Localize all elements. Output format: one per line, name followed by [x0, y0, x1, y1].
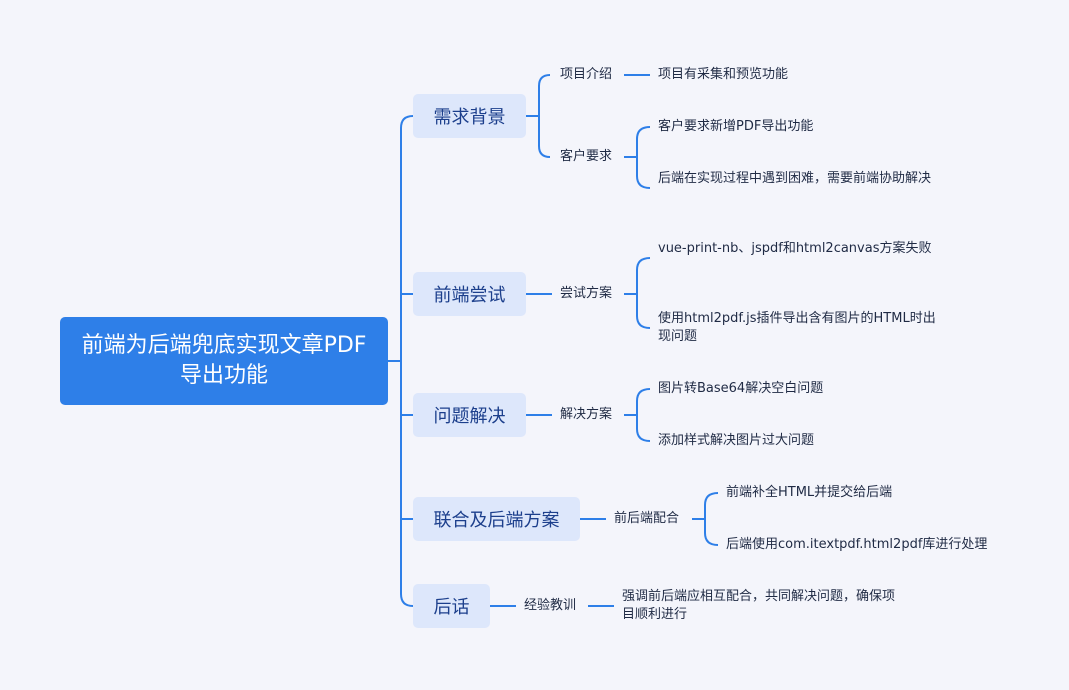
- leaf-node: 后端使用com.itextpdf.html2pdf库进行处理: [726, 537, 988, 552]
- sub-node-customer-request: 客户要求: [560, 149, 613, 164]
- leaf-node: 强调前后端应相互配合，共同解决问题，确保项目顺利进行: [622, 589, 896, 622]
- sub-4-1-connector: [692, 492, 719, 546]
- branch-node-solution: 问题解决: [413, 393, 526, 437]
- branch-node-background: 需求背景: [413, 94, 526, 138]
- leaf-node: 后端在实现过程中遇到困难，需要前端协助解决: [658, 171, 932, 186]
- leaf-node: 项目有采集和预览功能: [658, 67, 789, 82]
- leaf-node: 使用html2pdf.js插件导出含有图片的HTML时出现问题: [658, 311, 936, 344]
- leaf-node: 客户要求新增PDF导出功能: [658, 119, 814, 134]
- root-title: 前端为后端兜底实现文章PDF导出功能: [81, 333, 367, 388]
- root-node: 前端为后端兜底实现文章PDF导出功能: [60, 317, 388, 405]
- leaf-node: 图片转Base64解决空白问题: [658, 381, 824, 396]
- branch-node-afterword: 后话: [413, 584, 490, 628]
- sub-2-1-connector: [624, 257, 651, 329]
- sub-1-2-connector: [624, 126, 651, 189]
- sub-node-project-intro: 项目介绍: [560, 67, 613, 82]
- leaf-node: 添加样式解决图片过大问题: [658, 433, 815, 448]
- leaf-node: vue-print-nb、jspdf和html2canvas方案失败: [658, 241, 932, 256]
- sub-node-solution-plan: 解决方案: [560, 407, 613, 422]
- leaf-node: 前端补全HTML并提交给后端: [726, 485, 893, 500]
- branch-node-joint-backend: 联合及后端方案: [413, 497, 580, 541]
- sub-node-lessons: 经验教训: [524, 598, 577, 613]
- branch-1-connector: [526, 74, 551, 158]
- sub-3-1-connector: [624, 388, 651, 442]
- trunk-connector: [400, 115, 414, 607]
- sub-node-cooperation: 前后端配合: [614, 511, 680, 526]
- branch-node-frontend-attempt: 前端尝试: [413, 272, 526, 316]
- sub-node-attempt-plan: 尝试方案: [560, 286, 613, 301]
